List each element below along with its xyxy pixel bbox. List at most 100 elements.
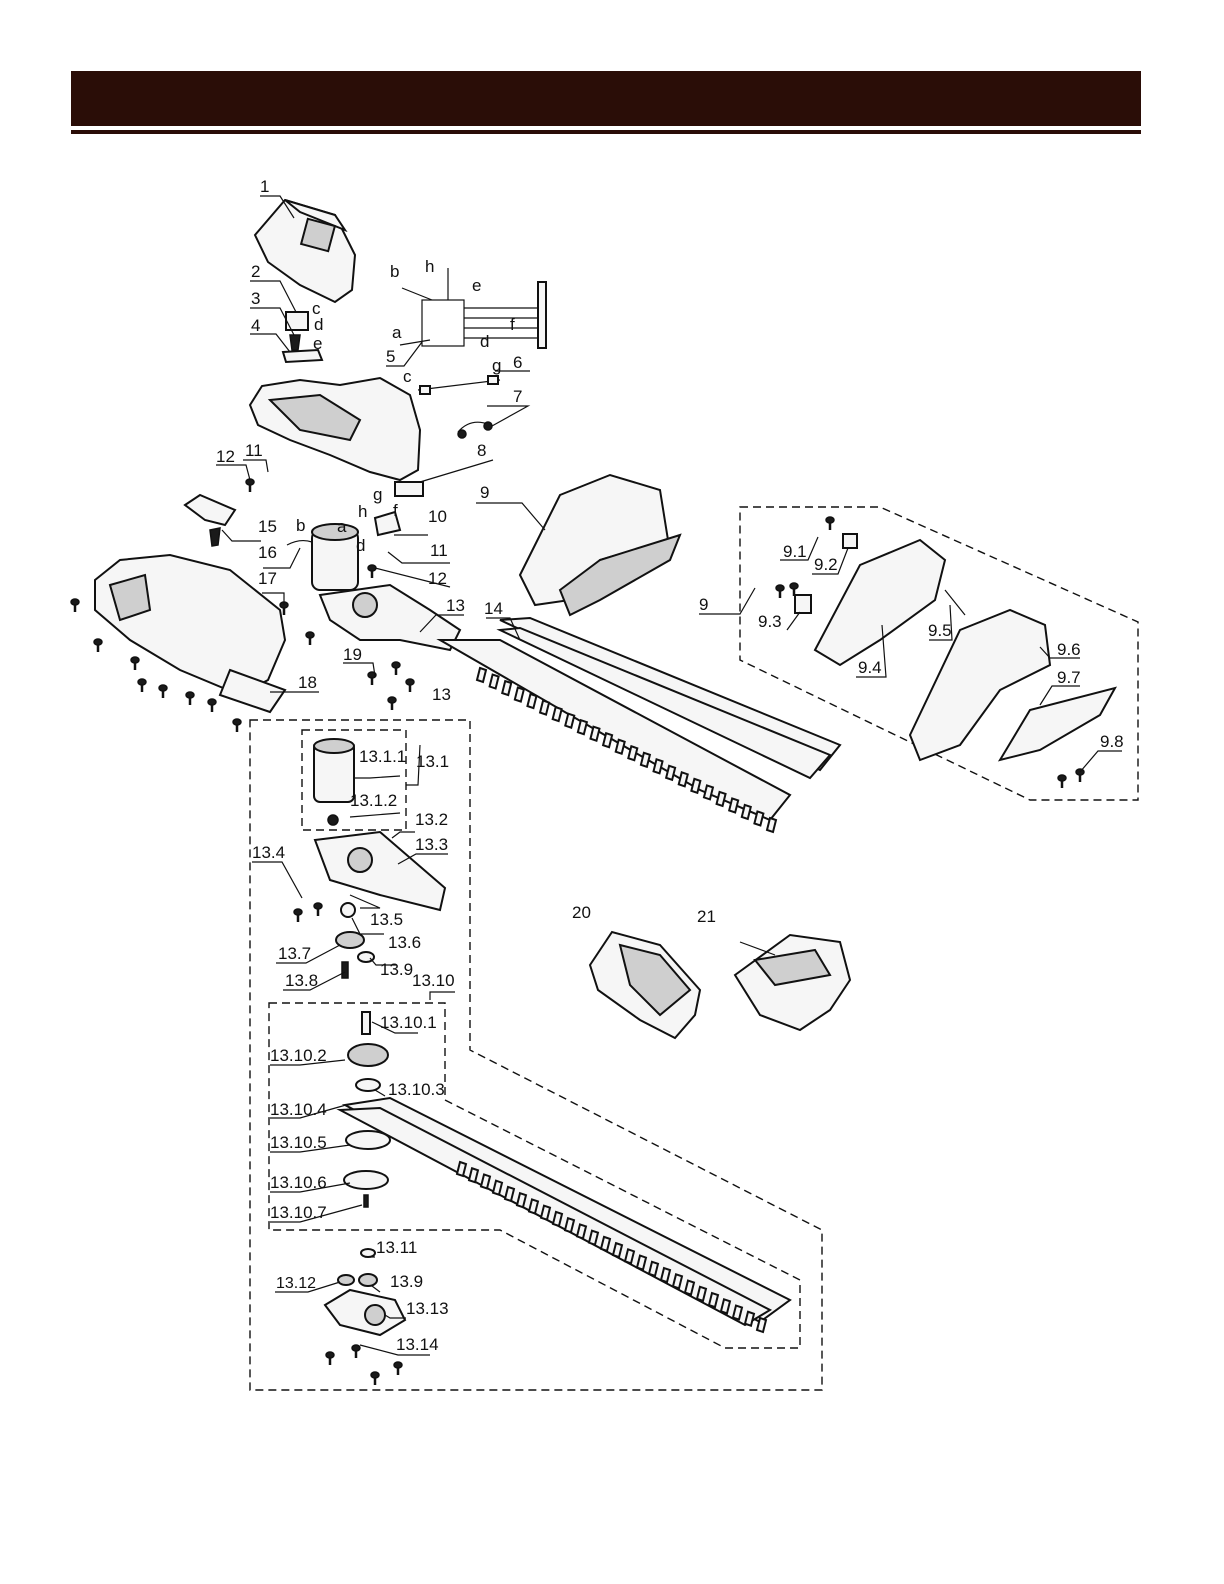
label-part-11a: 11 [245,441,263,460]
wire-letter-e: e [472,276,481,295]
label-part-13-9b: 13.9 [390,1272,423,1291]
blade-tooth [502,681,511,695]
wire-letter-b3: b [296,516,305,535]
label-part-9-4: 9.4 [858,658,882,677]
screw [294,909,302,922]
screw [392,662,400,675]
label-part-13-10-7: 13.10.7 [270,1203,327,1222]
label-part-9-2: 9.2 [814,555,838,574]
label-part-19: 19 [343,645,362,664]
label-part-13-10-2: 13.10.2 [270,1046,327,1065]
blade-tooth [540,701,549,715]
charger-part [735,935,850,1030]
trigger-part [185,495,312,546]
blade-tooth [527,694,536,708]
screw [306,632,314,645]
label-part-13-7: 13.7 [278,944,311,963]
wire-letter-g3: g [373,485,382,504]
wire-letter-d: d [480,332,489,351]
label-part-9-7: 9.7 [1057,668,1081,687]
label-part-13-10-3: 13.10.3 [388,1080,445,1099]
label-part-13-5: 13.5 [370,910,403,929]
label-part-18: 18 [298,673,317,692]
label-part-1: 1 [260,177,269,196]
blade-teeth [477,668,776,832]
label-part-15: 15 [258,517,277,536]
screw [159,685,167,698]
label-part-9b: 9 [699,595,708,614]
blade-tooth [553,707,562,721]
screw [1076,769,1084,782]
screw [368,565,376,578]
front-handle-part [520,475,680,615]
wire-letter-h: h [425,257,434,276]
label-part-2: 2 [251,262,260,281]
label-part-13-12: 13.12 [276,1275,316,1292]
label-part-13-8: 13.8 [285,971,318,990]
screw [246,479,254,492]
label-part-13-14: 13.14 [396,1335,439,1354]
label-part-12a: 12 [216,447,235,466]
gear-stack-part [336,903,388,1091]
label-part-9-1: 9.1 [783,542,807,561]
wire-letter-a3: a [337,517,347,536]
screw [371,1372,379,1385]
label-part-3: 3 [251,289,260,308]
wire-letter-g: g [492,356,501,375]
screw [352,1345,360,1358]
label-part-9-5: 9.5 [928,621,952,640]
label-part-13-10-4: 13.10.4 [270,1100,327,1119]
label-part-13-13: 13.13 [406,1299,449,1318]
label-part-13-6: 13.6 [388,933,421,952]
label-part-13-2: 13.2 [415,810,448,829]
label-part-13: 13 [446,596,465,615]
label-part-13-10: 13.10 [412,971,455,990]
screw [394,1362,402,1375]
screw [71,599,79,612]
blade-assembly-part [440,618,840,820]
screw [314,903,322,916]
label-part-13-10-6: 13.10.6 [270,1173,327,1192]
blade-tooth [578,720,587,734]
wire-letter-d3: d [356,536,365,555]
label-part-13-1-1: 13.1.1 [359,747,406,766]
screw [208,699,216,712]
screw [826,517,834,530]
label-part-21: 21 [697,907,716,926]
label-part-13-10-5: 13.10.5 [270,1133,327,1152]
wire-letter-e2: e [313,334,322,353]
screw [186,692,194,705]
screw [233,719,241,732]
cable-clip-part [458,422,492,438]
label-part-16: 16 [258,543,277,562]
label-part-6: 6 [513,353,522,372]
label-part-13-3: 13.3 [415,835,448,854]
label-part-12b: 12 [428,569,447,588]
label-part-8: 8 [477,441,486,460]
label-part-9-6: 9.6 [1057,640,1081,659]
label-part-4: 4 [251,316,260,335]
label-part-9: 9 [480,483,489,502]
lower-motor-part [314,739,354,825]
label-part-9-3: 9.3 [758,612,782,631]
label-part-13-1-2: 13.1.2 [350,791,397,810]
blade-tooth [515,688,524,702]
blade-tooth [477,668,486,682]
blade-tooth [590,727,599,741]
screw [776,585,784,598]
label-part-11b: 11 [430,541,448,560]
screw [94,639,102,652]
rear-handle-housing-part [95,555,285,712]
label-part-13b: 13 [432,685,451,704]
main-housing-part [250,378,423,496]
label-part-13-11: 13.11 [376,1238,417,1257]
wire-letter-d2: d [314,315,323,334]
wire-letter-a: a [392,323,402,342]
screw [388,697,396,710]
label-part-13-4: 13.4 [252,843,285,862]
wire-letter-f: f [510,315,515,334]
label-part-5: 5 [386,347,395,366]
label-part-17: 17 [258,569,277,588]
label-part-7: 7 [513,387,522,406]
